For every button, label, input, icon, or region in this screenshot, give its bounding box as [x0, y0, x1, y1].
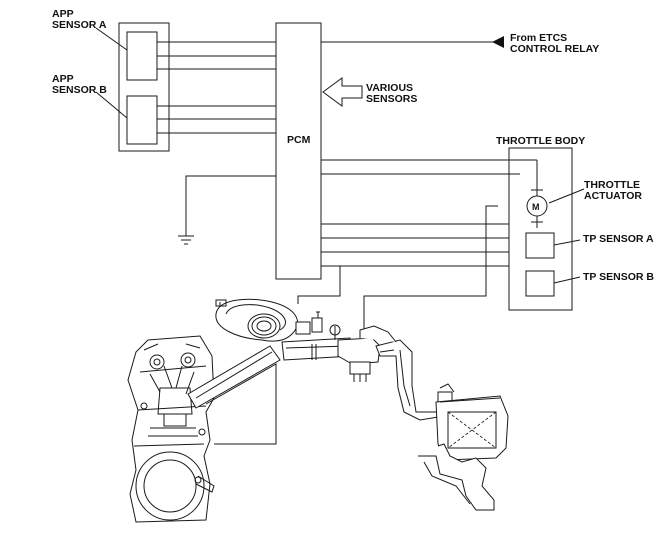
app-sensor-module: [118, 22, 170, 152]
throttle-actuator-motor: [509, 159, 548, 228]
actuator-leader: [548, 188, 585, 204]
actuator-label-1: THROTTLE: [584, 179, 640, 191]
app-b-label-1: APP: [52, 73, 74, 85]
actuator-label-2: ACTUATOR: [584, 190, 642, 202]
tp-b-leader: [553, 276, 581, 284]
engine-harness: [297, 265, 341, 304]
app-a-label-2: SENSOR A: [52, 19, 107, 31]
motor-label: M: [532, 202, 540, 212]
ground-wire: [178, 175, 276, 245]
app-sensor-b-box: [126, 95, 158, 145]
throttle-body-to-engine-line: [363, 205, 498, 338]
motor-icon: [526, 195, 548, 217]
app-b-leader: [95, 91, 128, 119]
tp-a-leader: [553, 239, 581, 246]
tp-sensor-a-label: TP SENSOR A: [583, 233, 654, 245]
tp-sensor-b-label: TP SENSOR B: [583, 271, 654, 283]
app-a-label-1: APP: [52, 8, 74, 20]
various-sensors-label-2: SENSORS: [366, 93, 417, 105]
engine-illustration: [127, 298, 509, 523]
tp-sensor-a-box: [525, 232, 555, 259]
pcm-box: [275, 22, 322, 280]
various-sensors-label-1: VARIOUS: [366, 82, 413, 94]
throttle-wires: [321, 159, 509, 267]
arrowhead-icon: [492, 36, 504, 48]
etcs-relay-input: [321, 36, 504, 48]
etcs-label-2: CONTROL RELAY: [510, 43, 599, 55]
app-sensor-wires: [157, 41, 276, 134]
app-b-label-2: SENSOR B: [52, 84, 107, 96]
various-sensors-arrow-icon: [322, 77, 363, 107]
app-a-leader: [95, 27, 128, 51]
etcs-label-1: From ETCS: [510, 32, 567, 44]
tp-sensor-b-box: [525, 270, 555, 297]
app-sensor-a-box: [126, 31, 158, 81]
throttle-body-label: THROTTLE BODY: [496, 135, 585, 147]
pcm-label: PCM: [287, 134, 311, 146]
